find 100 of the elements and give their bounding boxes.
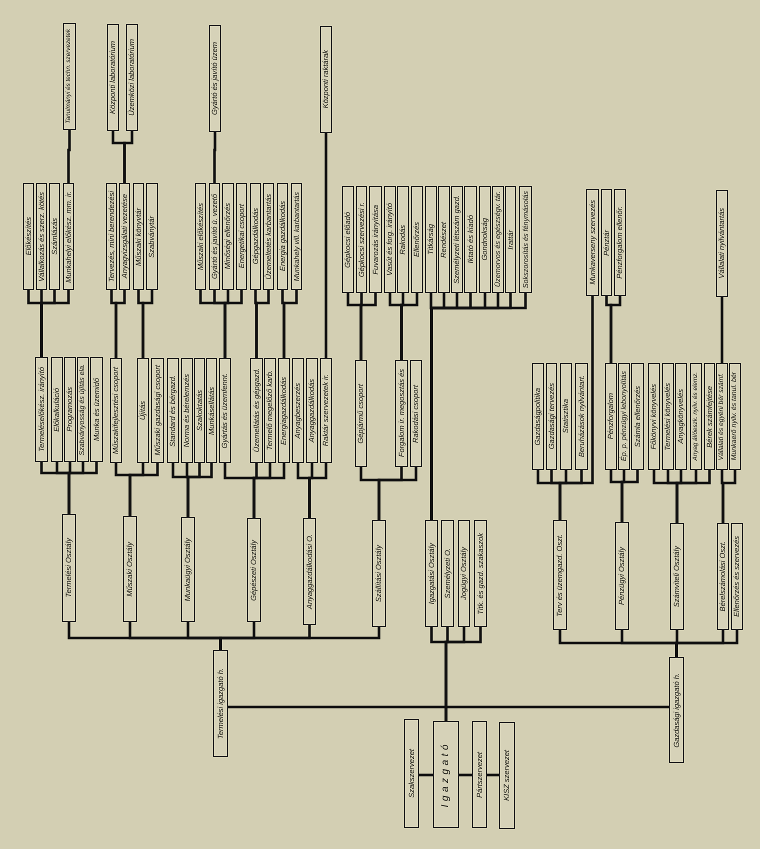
connector-line bbox=[255, 290, 270, 358]
org-box bbox=[110, 358, 122, 463]
org-box bbox=[63, 183, 74, 290]
org-box bbox=[369, 186, 382, 293]
org-box bbox=[195, 183, 206, 290]
org-box bbox=[451, 186, 463, 293]
org-box bbox=[90, 357, 103, 462]
org-box bbox=[342, 186, 354, 293]
org-box bbox=[601, 189, 612, 296]
connector-line bbox=[308, 463, 328, 518]
org-box bbox=[303, 518, 316, 625]
org-box bbox=[384, 186, 396, 293]
org-box bbox=[546, 363, 557, 470]
org-box bbox=[63, 23, 76, 130]
org-box bbox=[441, 520, 454, 627]
org-box bbox=[119, 183, 130, 290]
org-box bbox=[411, 186, 423, 293]
org-box bbox=[64, 357, 76, 462]
org-box bbox=[464, 186, 477, 293]
org-box bbox=[731, 523, 743, 630]
connector-line bbox=[252, 463, 286, 518]
org-box bbox=[716, 190, 728, 297]
org-box bbox=[219, 358, 231, 463]
connector-line bbox=[722, 470, 736, 523]
org-box bbox=[662, 363, 674, 470]
org-box bbox=[306, 358, 318, 463]
org-box bbox=[126, 24, 138, 131]
org-box bbox=[264, 358, 276, 463]
org-box bbox=[123, 516, 137, 622]
org-box bbox=[355, 360, 367, 467]
connector-line bbox=[487, 774, 499, 776]
connector-line bbox=[40, 290, 70, 357]
org-box bbox=[278, 358, 290, 463]
org-box bbox=[505, 186, 516, 293]
connector-line bbox=[68, 462, 98, 514]
org-box bbox=[49, 183, 60, 290]
org-box bbox=[729, 363, 741, 470]
org-box bbox=[236, 183, 247, 290]
connector-line bbox=[224, 290, 243, 358]
org-box bbox=[690, 363, 702, 470]
connector-line bbox=[378, 467, 418, 520]
org-box bbox=[479, 186, 491, 293]
org-box bbox=[404, 719, 419, 828]
org-box bbox=[167, 358, 179, 463]
org-box bbox=[669, 657, 684, 763]
connector-line bbox=[620, 470, 639, 522]
org-box bbox=[263, 183, 274, 290]
org-box bbox=[146, 183, 158, 290]
org-box bbox=[648, 363, 660, 470]
org-box bbox=[499, 722, 515, 829]
connector-line bbox=[459, 774, 472, 776]
connector-line bbox=[360, 293, 377, 360]
org-box bbox=[410, 360, 422, 467]
org-box bbox=[670, 523, 684, 630]
org-box bbox=[474, 520, 487, 627]
org-box bbox=[560, 363, 572, 470]
org-box bbox=[106, 183, 117, 290]
connector-line bbox=[675, 630, 738, 657]
org-box bbox=[472, 721, 487, 828]
org-box bbox=[618, 363, 630, 470]
connector-line bbox=[213, 132, 216, 183]
org-box bbox=[107, 24, 119, 131]
connector-line bbox=[400, 293, 418, 360]
org-box bbox=[425, 520, 438, 627]
org-box bbox=[62, 514, 76, 622]
org-box bbox=[250, 183, 261, 290]
org-box bbox=[675, 363, 687, 470]
connector-line bbox=[142, 290, 154, 358]
org-box bbox=[458, 520, 470, 627]
org-box bbox=[586, 189, 599, 296]
org-box bbox=[181, 358, 193, 463]
org-box bbox=[519, 186, 532, 293]
connector-line bbox=[282, 290, 298, 358]
connector-line bbox=[676, 470, 711, 523]
org-box bbox=[716, 363, 728, 470]
org-box bbox=[291, 183, 302, 290]
org-box bbox=[575, 363, 588, 470]
connector-line bbox=[430, 293, 527, 520]
connector-line bbox=[324, 133, 328, 358]
org-box bbox=[614, 189, 626, 296]
org-box bbox=[181, 517, 195, 622]
connector-line bbox=[67, 130, 71, 183]
org-box bbox=[51, 357, 63, 462]
connector-line bbox=[720, 297, 724, 363]
org-box bbox=[438, 186, 450, 293]
connector-line bbox=[123, 131, 134, 183]
org-box bbox=[492, 186, 504, 293]
org-box bbox=[395, 360, 408, 467]
org-box bbox=[704, 363, 715, 470]
connector-line bbox=[186, 463, 213, 517]
org-box bbox=[532, 363, 544, 470]
connector-line bbox=[610, 296, 622, 363]
org-box bbox=[320, 26, 332, 133]
org-box bbox=[77, 357, 89, 462]
org-box bbox=[292, 358, 304, 463]
org-box bbox=[397, 186, 409, 293]
org-box bbox=[194, 358, 205, 463]
org-box bbox=[605, 363, 617, 470]
org-box bbox=[36, 183, 47, 290]
org-box bbox=[209, 25, 221, 132]
